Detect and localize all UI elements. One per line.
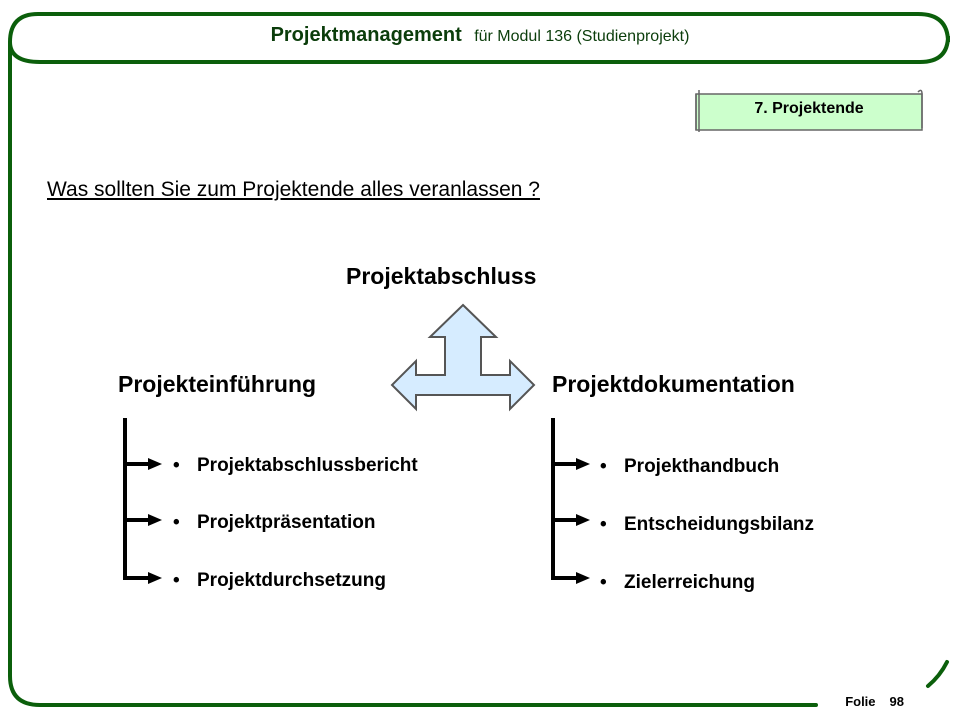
question-heading: Was sollten Sie zum Projektende alles ve…	[47, 178, 540, 201]
chapter-scroll-shape	[695, 89, 923, 132]
left-bracket	[123, 418, 150, 580]
bullet-icon: •	[173, 512, 180, 533]
list-item-label: Zielerreichung	[624, 572, 755, 593]
right-bracket	[551, 418, 578, 580]
header-title: Projektmanagement	[270, 24, 462, 46]
chapter-tag: 7. Projektende	[754, 100, 864, 117]
bullet-icon: •	[173, 455, 180, 476]
three-way-arrow	[390, 303, 536, 412]
list-item: • Entscheidungsbilanz	[600, 514, 814, 536]
left-arrowheads	[148, 458, 162, 584]
frame-corner-br	[926, 660, 949, 688]
list-item-label: Entscheidungsbilanz	[624, 514, 815, 535]
bullet-icon: •	[600, 572, 607, 593]
list-item: • Projektabschlussbericht	[173, 455, 418, 477]
header-subtitle: für Modul 136 (Studienprojekt)	[474, 28, 690, 45]
bullet-icon: •	[600, 456, 607, 477]
list-item: • Projektdurchsetzung	[173, 570, 386, 592]
list-item-label: Projektabschlussbericht	[197, 455, 418, 476]
footer: Folie 98	[845, 694, 904, 709]
right-arrowheads	[576, 458, 590, 584]
frame-border	[8, 12, 950, 707]
node-left: Projekteinführung	[118, 371, 317, 397]
node-right: Projektdokumentation	[552, 371, 795, 397]
header-title-bar: Projektmanagement für Modul 136 (Studien…	[0, 24, 960, 47]
node-top: Projektabschluss	[346, 263, 537, 289]
footer-label: Folie	[845, 694, 876, 709]
list-item-label: Projektdurchsetzung	[197, 570, 386, 591]
bullet-icon: •	[600, 514, 607, 535]
list-item-label: Projekthandbuch	[624, 456, 780, 477]
list-item: • Projekthandbuch	[600, 456, 779, 478]
list-item-label: Projektpräsentation	[197, 512, 376, 533]
page-number: 98	[889, 694, 904, 709]
list-item: • Projektpräsentation	[173, 512, 375, 534]
list-item: • Zielerreichung	[600, 572, 755, 594]
bullet-icon: •	[173, 570, 180, 591]
